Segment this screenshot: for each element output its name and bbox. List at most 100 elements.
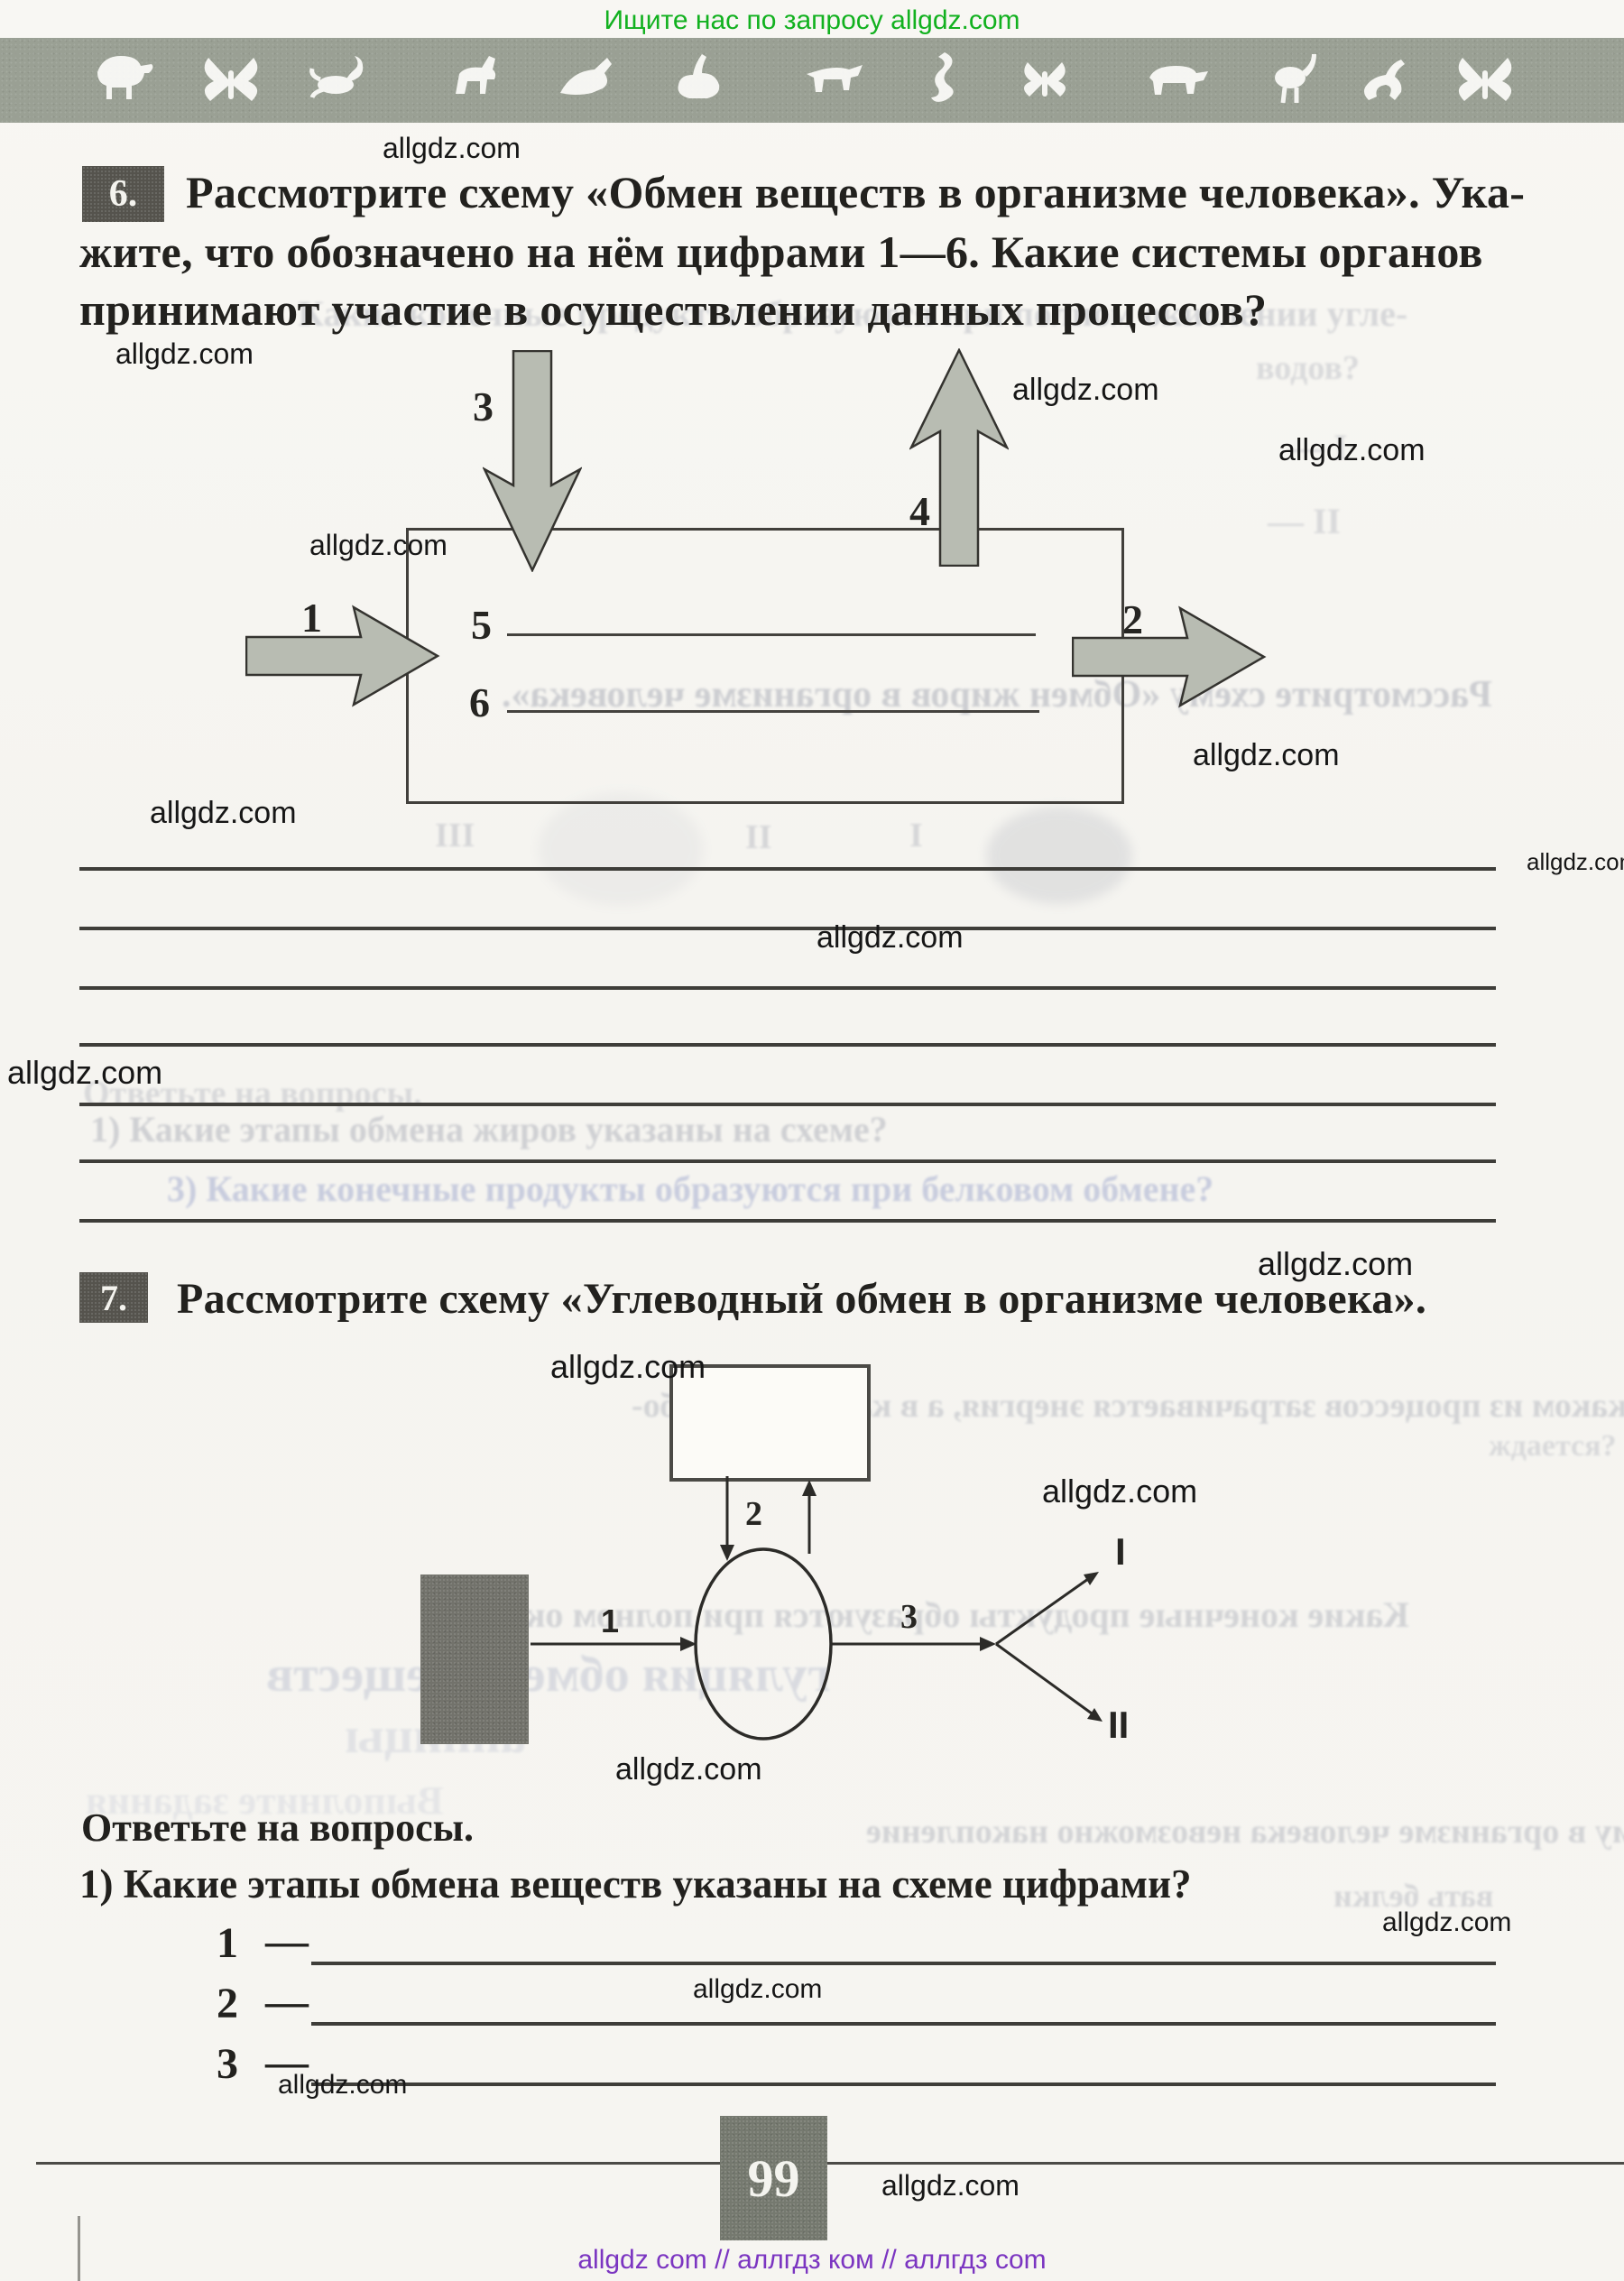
answer-write-line — [79, 1043, 1496, 1047]
bleed-through-text: водов? — [1256, 349, 1360, 387]
watermark: allgdz.com — [150, 796, 297, 830]
diagram1-label-6: 6 — [469, 679, 490, 725]
carb-diagram-empty-box — [669, 1364, 871, 1482]
bleed-through-text: II — — [1268, 501, 1342, 541]
diagram1-label-3: 3 — [473, 383, 494, 429]
watermark: allgdz.com — [615, 1752, 762, 1787]
task6-heading-line1: Рассмотрите схему «Обмен веществ в орган… — [186, 166, 1525, 218]
arrow-1-right-icon — [245, 605, 440, 707]
diagram2-label-II: II — [1108, 1704, 1130, 1746]
answer-row-line — [311, 2082, 1496, 2086]
answer-row-number: 1 — [217, 1919, 238, 1967]
answer-row-dash: — — [265, 1978, 309, 2026]
task7-number-badge: 7. — [79, 1272, 148, 1323]
bleed-through-text: Какие конечные продукты образуются при п… — [298, 293, 1408, 334]
answer-row-number: 2 — [217, 1980, 238, 2027]
task6-heading-line3: принимают участие в осуществлении данных… — [79, 284, 1268, 335]
carb-diagram-lines-icon — [531, 1476, 1103, 1741]
arrow-4-up-icon — [909, 348, 1009, 567]
question-1: 1) Какие этапы обмена веществ указаны на… — [79, 1861, 1192, 1907]
diagram1-label-2: 2 — [1122, 596, 1143, 642]
arrow-3-down-icon — [483, 350, 582, 572]
answer-row-line — [311, 2022, 1496, 2026]
footer-site-links: allgdz com // аллгдз ком // аллгдз com — [577, 2245, 1047, 2275]
watermark: allgdz.com — [693, 1974, 823, 2004]
answer-write-line — [79, 1159, 1496, 1163]
task6-heading-line2: жите, что обозначено на нём цифрами 1—6.… — [79, 226, 1483, 277]
task6-line1-suffix: . Ука- — [1408, 167, 1526, 217]
answer-write-line — [79, 1219, 1496, 1223]
task6-line1-prefix: Рассмотрите схему — [186, 167, 586, 217]
answer-row-number: 3 — [217, 2040, 238, 2088]
diagram2-label-1: 1 — [601, 1602, 620, 1639]
watermark: allgdz.com — [881, 2169, 1020, 2202]
kangaroo-silhouette-icon — [1355, 47, 1427, 116]
task7-heading: Рассмотрите схему «Углеводный обмен в ор… — [177, 1274, 1426, 1324]
watermark: allgdz.com — [115, 337, 254, 370]
page-number: 99 — [747, 2148, 800, 2208]
diagram1-blank-line-6 — [507, 710, 1039, 713]
answer-write-line — [79, 927, 1496, 930]
snake-silhouette-icon — [909, 47, 981, 116]
watermark: allgdz.com — [278, 2070, 408, 2100]
watermark: allgdz.com — [817, 920, 964, 955]
horse-silhouette-icon — [442, 47, 514, 116]
watermark: allgdz.com — [1042, 1473, 1198, 1510]
watermark: allgdz.com — [1527, 848, 1624, 875]
moth-silhouette-icon — [1009, 47, 1081, 116]
bleed-through-text: Ответьте на вопросы. — [83, 1075, 422, 1113]
answer-write-line — [79, 1103, 1496, 1106]
watermark: allgdz.com — [1382, 1907, 1512, 1937]
wolf-silhouette-icon — [798, 47, 871, 116]
answer-write-line — [79, 867, 1496, 871]
questions-intro: Ответьте на вопросы. — [81, 1805, 474, 1850]
hare-silhouette-icon — [668, 47, 740, 116]
cat-silhouette-icon — [552, 47, 624, 116]
arrow-2-right-icon — [1072, 605, 1267, 708]
diagram2-label-3: 3 — [900, 1598, 918, 1636]
bleed-through-smudge — [986, 807, 1132, 904]
carb-diagram-dark-box — [420, 1575, 529, 1744]
watermark: allgdz.com — [7, 1054, 163, 1091]
task7-suffix: . — [1415, 1275, 1427, 1323]
ostrich-silhouette-icon — [1260, 47, 1333, 116]
bleed-through-text: 1) Какие этапы обмена жиров указаны на с… — [90, 1109, 888, 1150]
diagram1-label-5: 5 — [471, 602, 492, 648]
task6-number-badge: 6. — [82, 166, 164, 222]
answer-row-dash: — — [265, 2038, 309, 2086]
task6-line1-quote: «Обмен веществ в организме человека» — [586, 167, 1409, 217]
top-notice: Ищите нас по запросу allgdz.com — [604, 5, 1020, 35]
diagram1-blank-line-5 — [507, 633, 1036, 636]
bull-silhouette-icon — [1140, 47, 1212, 116]
watermark: allgdz.com — [1278, 433, 1426, 467]
diagram2-label-2: 2 — [745, 1495, 762, 1533]
footer-rule — [36, 2162, 1624, 2165]
watermark: allgdz.com — [1012, 373, 1159, 407]
task7-prefix: Рассмотрите схему — [177, 1275, 561, 1323]
bleed-through-text: I — [909, 817, 923, 854]
diagram1-label-4: 4 — [909, 488, 930, 534]
watermark: allgdz.com — [309, 529, 448, 561]
watermark: allgdz.com — [1258, 1245, 1414, 1282]
answer-row-line — [311, 1962, 1496, 1965]
watermark: allgdz.com — [1193, 738, 1340, 772]
bleed-through-text: 3) Какие конечные продукты образуются пр… — [167, 1168, 1214, 1209]
bleed-through-text: ждается? — [1489, 1429, 1617, 1463]
task7-quote: «Углеводный обмен в организме человека» — [560, 1275, 1416, 1323]
page-number-box: 99 — [720, 2116, 827, 2240]
scan-artifact-line — [78, 2216, 80, 2281]
bleed-through-smudge — [538, 792, 704, 906]
answer-row-dash: — — [265, 1917, 309, 1965]
bleed-through-text: 4) Почему в организме человека невозможн… — [866, 1813, 1624, 1851]
diagram2-label-I: I — [1115, 1530, 1126, 1573]
animal-banner — [0, 38, 1624, 123]
bleed-through-text: III — [435, 817, 475, 854]
diagram1-label-1: 1 — [301, 595, 322, 641]
butterfly-silhouette-icon — [1449, 47, 1521, 116]
watermark: allgdz.com — [383, 132, 521, 164]
bison-silhouette-icon — [85, 47, 157, 116]
bleed-through-text: II — [745, 818, 772, 856]
scorpion-silhouette-icon — [305, 47, 377, 116]
watermark: allgdz.com — [550, 1348, 706, 1385]
